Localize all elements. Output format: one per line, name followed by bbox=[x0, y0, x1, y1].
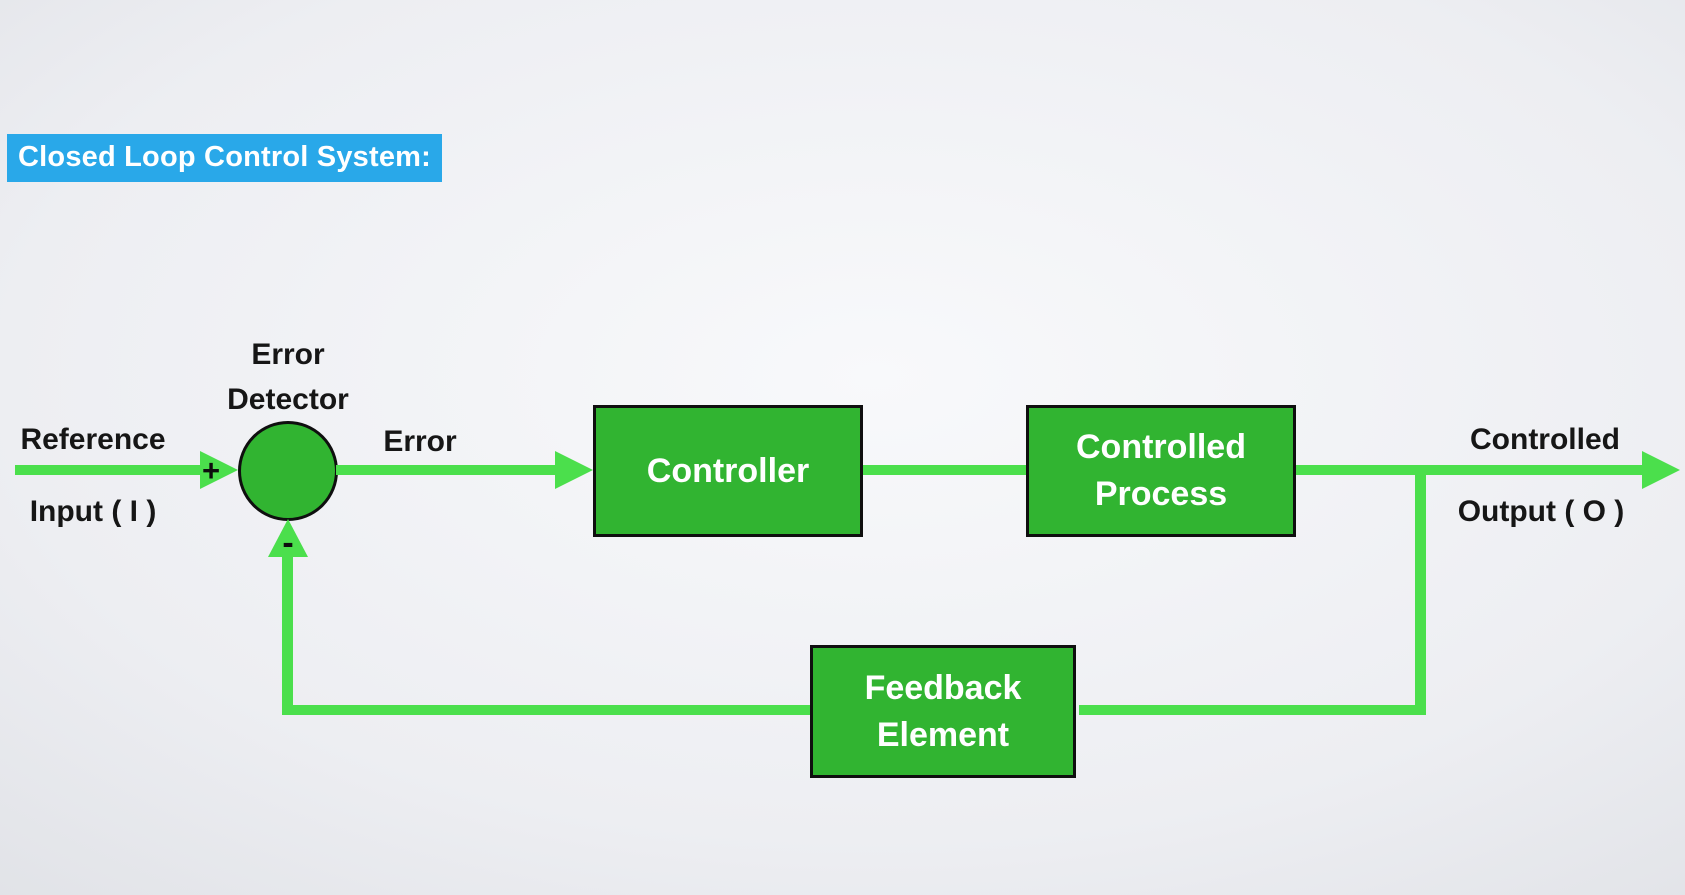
feedback-element-block: Feedback Element bbox=[810, 645, 1076, 778]
error-signal-label: Error bbox=[383, 425, 457, 458]
feedback-branch-vertical-line bbox=[1415, 470, 1426, 715]
reference-input-label-line2: Input ( I ) bbox=[29, 495, 157, 528]
reference-input-arrowhead-icon bbox=[200, 451, 238, 489]
feedback-return-vertical-line bbox=[282, 556, 293, 715]
plus-sign: + bbox=[201, 453, 221, 488]
controller-block: Controller bbox=[593, 405, 863, 537]
controller-to-process-line bbox=[863, 465, 1026, 475]
output-arrowhead-icon bbox=[1642, 451, 1680, 489]
controlled-output-label-line2: Output ( O ) bbox=[1457, 495, 1625, 528]
output-line bbox=[1296, 465, 1642, 475]
page-title: Closed Loop Control System: bbox=[7, 134, 443, 182]
error-signal-line bbox=[336, 465, 555, 475]
feedback-element-label-line2: Element bbox=[876, 715, 1010, 754]
controlled-process-label-line2: Process bbox=[1094, 475, 1228, 513]
feedback-bottom-right-line bbox=[1079, 705, 1426, 715]
error-detector-label-line1: Error bbox=[251, 338, 325, 371]
controlled-process-block: Controlled Process bbox=[1026, 405, 1296, 537]
controller-label: Controller bbox=[646, 451, 810, 490]
error-detector-circle bbox=[238, 421, 338, 521]
controlled-process-label-line1: Controlled bbox=[1076, 428, 1246, 466]
error-signal-arrowhead-icon bbox=[555, 451, 593, 489]
controlled-output-label-line1: Controlled bbox=[1470, 423, 1620, 456]
feedback-bottom-left-line bbox=[282, 705, 810, 715]
feedback-arrowhead-icon bbox=[268, 519, 308, 557]
feedback-element-label-line1: Feedback bbox=[864, 668, 1022, 707]
reference-input-line bbox=[15, 465, 202, 475]
reference-input-label-line1: Reference bbox=[20, 423, 166, 456]
minus-sign: - bbox=[282, 524, 294, 562]
error-detector-label-line2: Detector bbox=[227, 383, 349, 416]
